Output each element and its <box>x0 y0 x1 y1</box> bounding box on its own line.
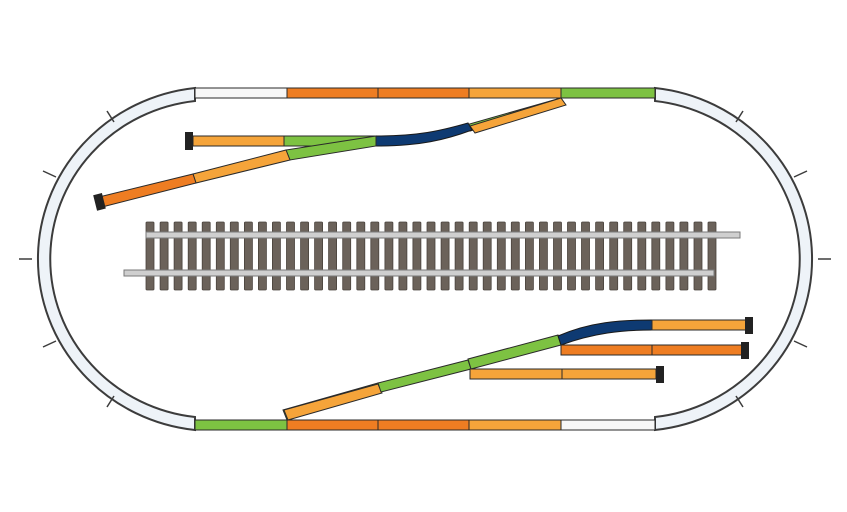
top-curved-switch <box>375 122 473 147</box>
bottom-siding-2-buffer <box>741 342 749 359</box>
bottom-straight-orange-1 <box>286 419 379 431</box>
bottom-switch-green <box>194 419 288 431</box>
rail-upper <box>145 231 741 239</box>
bottom-siding-1-buffer <box>745 317 753 334</box>
bottom-straight-white <box>560 419 656 431</box>
top-straight-light-orange <box>468 87 562 99</box>
bottom-siding-2-orange-1 <box>560 344 653 356</box>
bottom-diverge-green-2 <box>377 359 472 393</box>
top-sidings <box>93 97 567 211</box>
top-siding-2-light-orange <box>192 149 291 184</box>
top-siding-2-buffer <box>93 193 106 211</box>
left-curve <box>19 86 196 432</box>
bottom-curved-switch <box>557 319 653 346</box>
top-straight-orange-2 <box>377 87 470 99</box>
bottom-siding-1-light-orange <box>651 319 747 331</box>
rail-lower <box>123 269 715 277</box>
top-diverge-light-orange <box>469 97 567 134</box>
top-switch-green <box>560 87 656 99</box>
top-straight-white <box>194 87 288 99</box>
track-rails <box>123 231 741 277</box>
bottom-main-track <box>194 419 656 431</box>
top-siding-2-orange <box>98 173 197 208</box>
bottom-sidings <box>282 317 753 421</box>
bottom-diverge-light-orange <box>283 383 383 421</box>
bottom-straight-light-orange <box>468 419 562 431</box>
bottom-siding-3-light-orange-1 <box>469 368 563 380</box>
bottom-siding-3-buffer <box>656 366 664 383</box>
top-siding-1-light-orange <box>192 135 285 147</box>
track-sample-photo <box>123 221 741 291</box>
bottom-siding-2-orange-2 <box>651 344 743 356</box>
bottom-siding-3-light-orange-2 <box>561 368 657 380</box>
top-straight-orange-1 <box>286 87 379 99</box>
bottom-diverge-green-3 <box>467 334 562 370</box>
bottom-straight-orange-2 <box>377 419 470 431</box>
top-main-track <box>194 87 656 99</box>
top-siding-1-buffer <box>185 132 193 150</box>
